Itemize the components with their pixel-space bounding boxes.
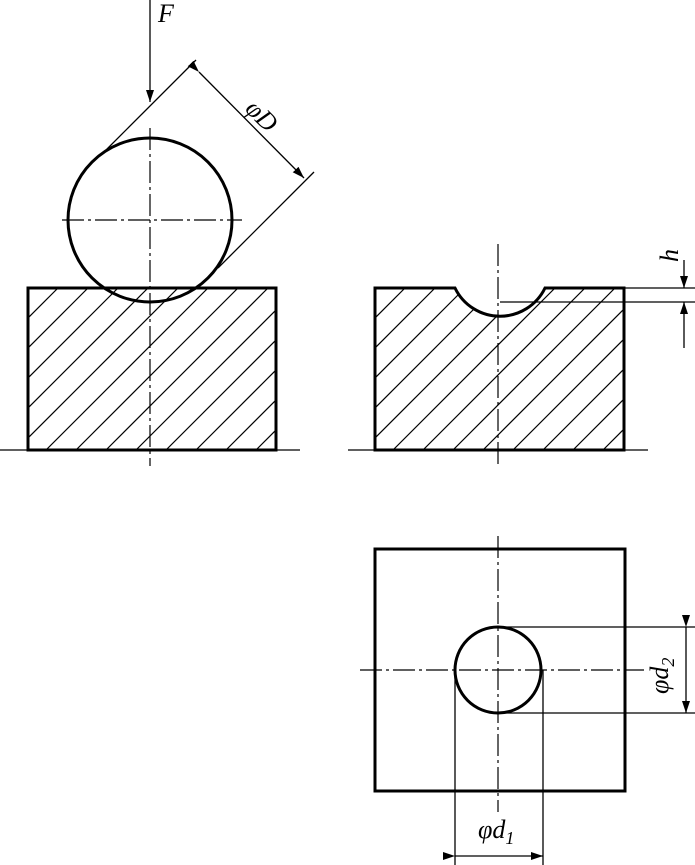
hatch-line <box>255 429 276 450</box>
hatch-line <box>45 288 209 450</box>
hatch-line <box>375 288 436 450</box>
hatch-line <box>75 288 239 450</box>
hatch-line <box>542 288 624 450</box>
hatch-line <box>422 288 586 450</box>
d2-label: φd2 <box>645 658 678 694</box>
force-label: F <box>157 0 175 28</box>
hatch-line <box>633 288 695 450</box>
d1-label: φd1 <box>478 815 514 848</box>
ball-diameter-label: φD <box>240 94 284 138</box>
hatch-line <box>572 288 624 450</box>
top-view: φd1 φd2 <box>360 536 695 865</box>
specimen-block-indented <box>373 286 626 452</box>
hatch-line <box>135 309 276 450</box>
hatch-line <box>28 288 149 409</box>
hatch-line <box>28 288 89 349</box>
hatch-line <box>28 288 59 319</box>
hatch-line <box>165 339 276 450</box>
hatch-line <box>105 288 269 450</box>
hatch-line <box>375 288 496 450</box>
hatch-line <box>225 399 276 450</box>
hatching-right <box>375 288 695 450</box>
hatch-line <box>602 288 624 450</box>
hatch-line <box>375 288 466 450</box>
hatching-left <box>28 288 448 450</box>
right-view: h <box>348 244 695 466</box>
hatch-line <box>452 288 616 450</box>
specimen-block-left <box>26 286 278 452</box>
hatch-line <box>482 288 624 450</box>
hatch-line <box>195 369 276 450</box>
ball-diameter-dimension <box>187 60 305 179</box>
depth-label: h <box>655 249 684 262</box>
extension-line-ball-upper <box>101 59 197 155</box>
hatch-line <box>28 288 119 379</box>
extension-line-ball-lower <box>217 171 315 269</box>
hatch-line <box>392 288 556 450</box>
hatch-line <box>375 288 376 450</box>
hatch-line <box>286 288 448 450</box>
hatch-line <box>375 288 526 450</box>
hatch-line <box>28 288 179 439</box>
left-view: F φD <box>0 0 448 466</box>
hatch-line <box>28 288 29 289</box>
hatch-line <box>512 288 624 450</box>
hatch-line <box>375 288 406 450</box>
